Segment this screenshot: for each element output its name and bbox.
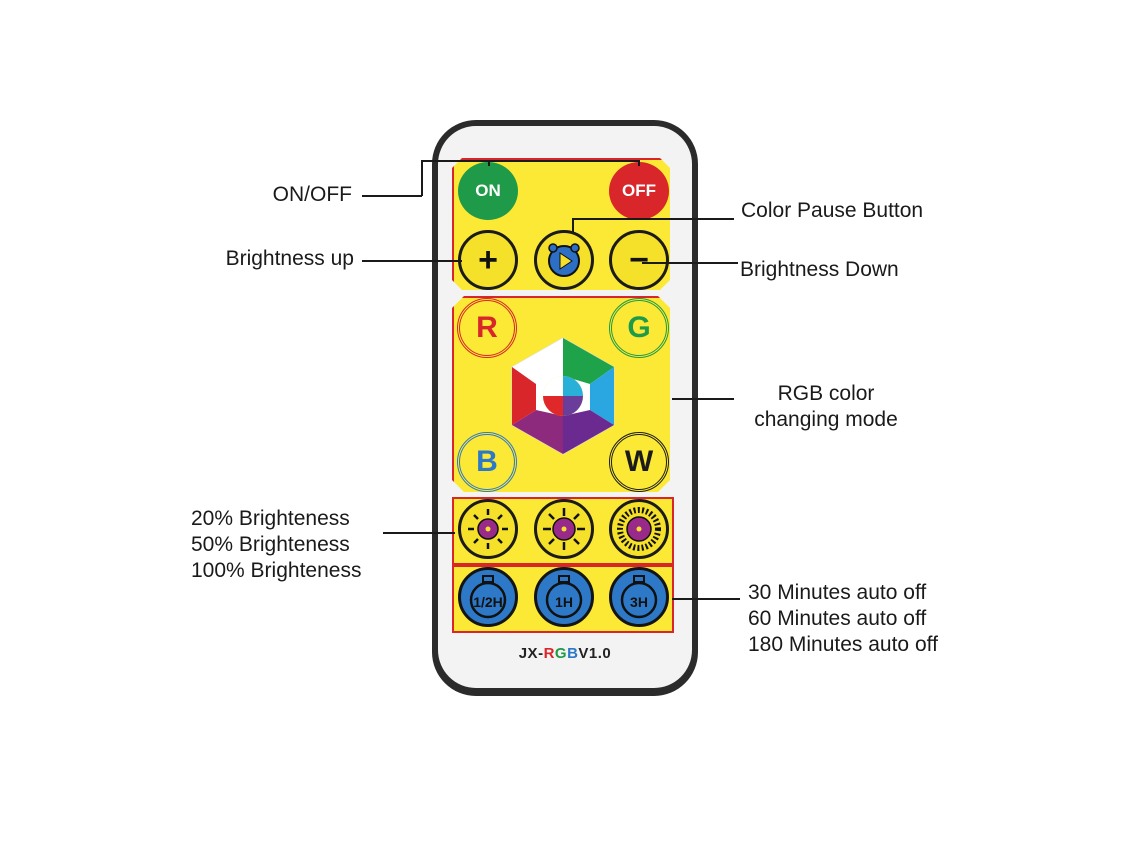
label-bright-50: 50% Brighteness	[191, 533, 350, 556]
label-color-pause: Color Pause Button	[741, 199, 924, 222]
callout-line-timer	[672, 598, 740, 600]
w-label: W	[624, 445, 654, 478]
sun-100-icon	[617, 507, 661, 551]
timer-60min-label: 1H	[555, 594, 573, 610]
label-rgb-mode-line1: RGB color	[777, 382, 875, 405]
timer-30min-button[interactable]: 1/2H	[458, 567, 518, 627]
model-number: JX-RGBV1.0	[438, 645, 692, 662]
label-timer-180: 180 Minutes auto off	[748, 633, 938, 656]
blue-button[interactable]: B	[457, 432, 517, 492]
minus-icon: −	[629, 240, 649, 279]
label-timer-30: 30 Minutes auto off	[748, 581, 927, 604]
label-bright-100: 100% Brighteness	[191, 559, 362, 582]
timer-icon	[469, 575, 507, 619]
label-rgb-mode: RGB color changing mode	[740, 381, 912, 433]
on-button[interactable]: ON	[458, 162, 518, 220]
label-on-off: ON/OFF	[272, 183, 352, 206]
label-brightness-levels: 20% Brighteness 50% Brighteness 100% Bri…	[191, 506, 361, 584]
callout-line-onoff-off	[638, 160, 640, 166]
timer-icon	[545, 575, 583, 619]
plus-icon: +	[478, 240, 498, 279]
brightness-down-button[interactable]: −	[609, 230, 669, 290]
g-label: G	[627, 311, 651, 344]
callout-line-onoff-vert	[421, 160, 423, 196]
label-timers: 30 Minutes auto off 60 Minutes auto off …	[748, 580, 938, 658]
callout-line-onoff	[362, 195, 422, 197]
timer-180min-button[interactable]: 3H	[609, 567, 669, 627]
callout-line-pause-v	[572, 218, 574, 232]
brightness-100-button[interactable]	[609, 499, 669, 559]
on-button-label: ON	[475, 181, 501, 200]
label-timer-60: 60 Minutes auto off	[748, 607, 927, 630]
white-button[interactable]: W	[609, 432, 669, 492]
timer-180min-label: 3H	[630, 594, 648, 610]
b-label: B	[476, 445, 498, 478]
rgb-hexagon-logo-icon	[511, 337, 615, 455]
label-bright-20: 20% Brighteness	[191, 507, 350, 530]
color-pause-button[interactable]	[534, 230, 594, 290]
model-g: G	[554, 645, 568, 662]
callout-line-onoff-top	[421, 160, 639, 162]
sun-50-icon	[543, 508, 585, 550]
timer-30min-label: 1/2H	[473, 594, 503, 610]
play-pause-icon	[548, 243, 580, 277]
red-button[interactable]: R	[457, 298, 517, 358]
callout-line-bright-up	[362, 260, 462, 262]
model-b: B	[567, 645, 579, 662]
callout-line-pause-h	[572, 218, 734, 220]
r-label: R	[476, 311, 498, 344]
brightness-up-button[interactable]: +	[458, 230, 518, 290]
sun-20-icon	[468, 509, 508, 549]
callout-line-bright-down	[642, 262, 738, 264]
label-rgb-mode-line2: changing mode	[754, 408, 898, 431]
brightness-20-button[interactable]	[458, 499, 518, 559]
label-brightness-up: Brightness up	[225, 247, 354, 270]
model-prefix: JX-	[518, 645, 544, 662]
off-button-label: OFF	[622, 181, 656, 200]
brightness-50-button[interactable]	[534, 499, 594, 559]
timer-60min-button[interactable]: 1H	[534, 567, 594, 627]
label-brightness-down: Brightness Down	[740, 258, 899, 281]
model-suffix: V1.0	[578, 645, 612, 662]
callout-line-dimmer	[383, 532, 455, 534]
callout-line-rgb	[672, 398, 734, 400]
model-r: R	[543, 645, 555, 662]
green-button[interactable]: G	[609, 298, 669, 358]
off-button[interactable]: OFF	[609, 162, 669, 220]
callout-line-onoff-on	[488, 160, 490, 166]
timer-icon	[620, 575, 658, 619]
